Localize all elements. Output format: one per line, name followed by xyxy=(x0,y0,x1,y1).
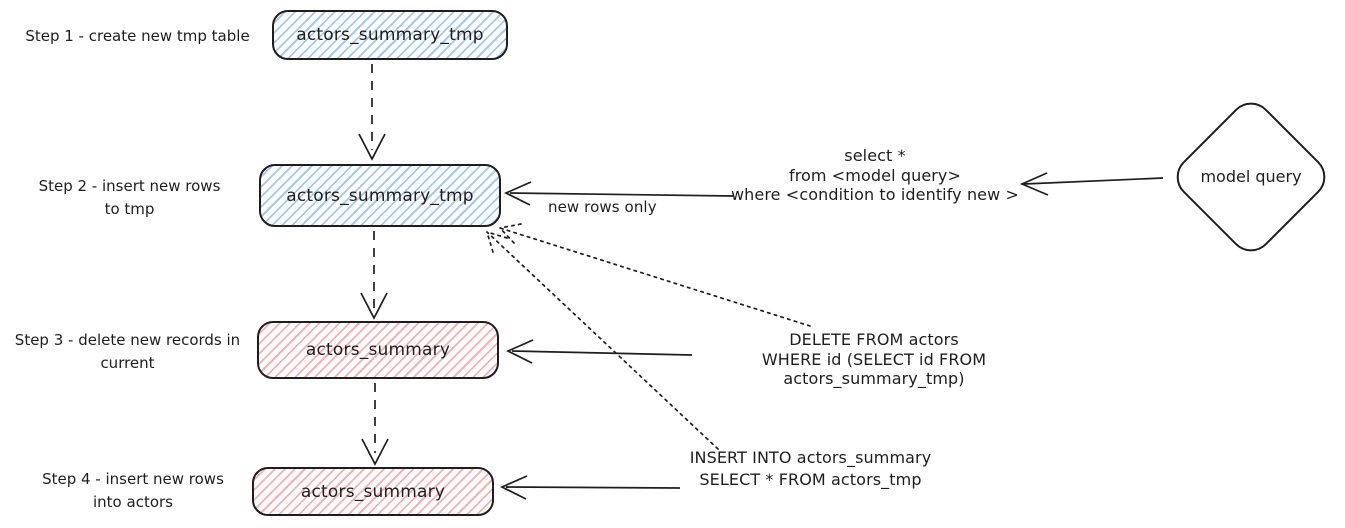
step-3-label: Step 3 - delete new records in current xyxy=(14,331,241,372)
arrow-insert-to-summary-box xyxy=(500,475,681,500)
insert-query-annotation: INSERT INTO actors_summary SELECT * FROM… xyxy=(689,448,932,489)
dashed-arrow-box1-box2 xyxy=(358,64,386,161)
delete-query-annotation: DELETE FROM actors WHERE id (SELECT id F… xyxy=(761,330,987,388)
new-rows-only-annotation: new rows only xyxy=(548,198,657,216)
node-actors-summary-tmp-step2: actors_summary_tmp xyxy=(259,164,501,227)
step-1-label: Step 1 - create new tmp table xyxy=(25,27,250,45)
dotted-arrow-delete-to-tmp-box xyxy=(499,223,811,327)
arrow-delete-to-summary-box xyxy=(506,339,693,364)
node-label: actors_summary xyxy=(305,340,451,360)
model-query-label: model query xyxy=(1200,167,1302,186)
node-label: actors_summary_tmp xyxy=(286,185,474,206)
node-actors-summary-tmp-step1: actors_summary_tmp xyxy=(272,10,508,60)
node-label: actors_summary xyxy=(300,481,446,502)
select-query-annotation: select * from <model query> where <condi… xyxy=(730,146,1020,204)
dashed-arrow-box3-box4 xyxy=(361,383,389,466)
node-actors-summary-step3: actors_summary xyxy=(257,321,499,379)
node-label: actors_summary_tmp xyxy=(296,25,484,45)
node-actors-summary-step4: actors_summary xyxy=(252,467,494,516)
step-4-label: Step 4 - insert new rows into actors xyxy=(42,470,224,511)
step-2-label: Step 2 - insert new rows to tmp xyxy=(38,177,221,218)
arrow-model-query-to-select xyxy=(1019,172,1164,196)
dashed-arrow-box2-box3 xyxy=(360,231,388,320)
